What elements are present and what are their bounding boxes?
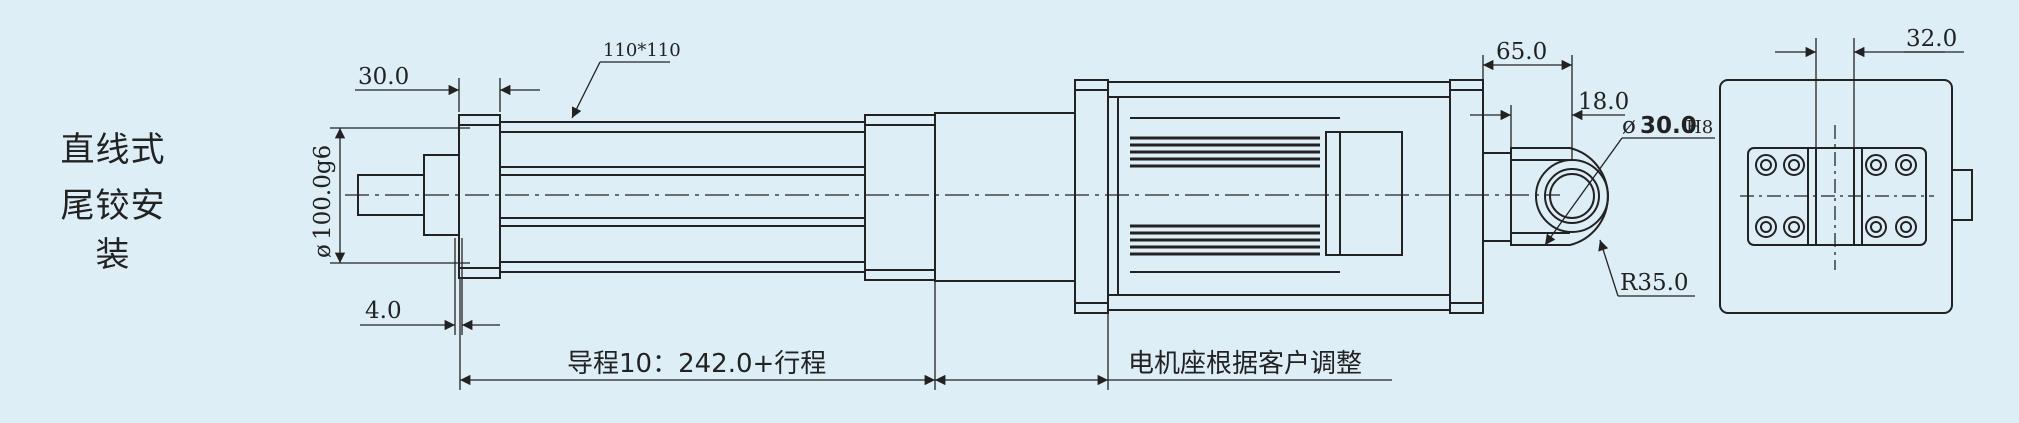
motor-frame [1107, 81, 1451, 311]
dim-clevis-offset: 18.0 [1578, 89, 1629, 115]
dim-motor-seat: 电机座根据客户调整 [1128, 349, 1362, 379]
dim-lead-length: 导程10：242.0+行程 [567, 349, 826, 379]
title-line-2: 尾铰安装 [60, 186, 166, 275]
dim-radius: R35.0 [1620, 270, 1689, 296]
main-tube [499, 121, 866, 273]
motor-end-cap [1339, 131, 1403, 256]
side-view-bolt-holes [1755, 154, 1917, 238]
dim-flange-width: 30.0 [358, 64, 409, 90]
clevis-stem [1482, 152, 1512, 242]
dim-offset: 4.0 [365, 298, 402, 324]
motor-hatching [1130, 136, 1320, 256]
title-line-1: 直线式 [60, 130, 166, 170]
dim-diameter: 100.0g6 [310, 145, 336, 240]
dim-bore-symbol: ø [1622, 113, 1636, 139]
rear-flange [458, 114, 501, 279]
dim-side-width: 32.0 [1906, 26, 1957, 52]
dim-tube-section: 110*110 [603, 40, 681, 61]
clevis-bore [1535, 159, 1609, 233]
dim-bore-fit: H8 [1686, 117, 1713, 138]
dim-clevis-length: 65.0 [1496, 39, 1547, 65]
dim-diameter-symbol: ø [310, 244, 336, 258]
side-view-stub [1951, 169, 1973, 221]
bearing-housing [864, 114, 936, 281]
dim-bore-value: 30.0 [1640, 113, 1697, 139]
coupling-housing [934, 112, 1076, 282]
motor-flange-front [1074, 79, 1109, 314]
side-view-plate [1719, 79, 1953, 314]
